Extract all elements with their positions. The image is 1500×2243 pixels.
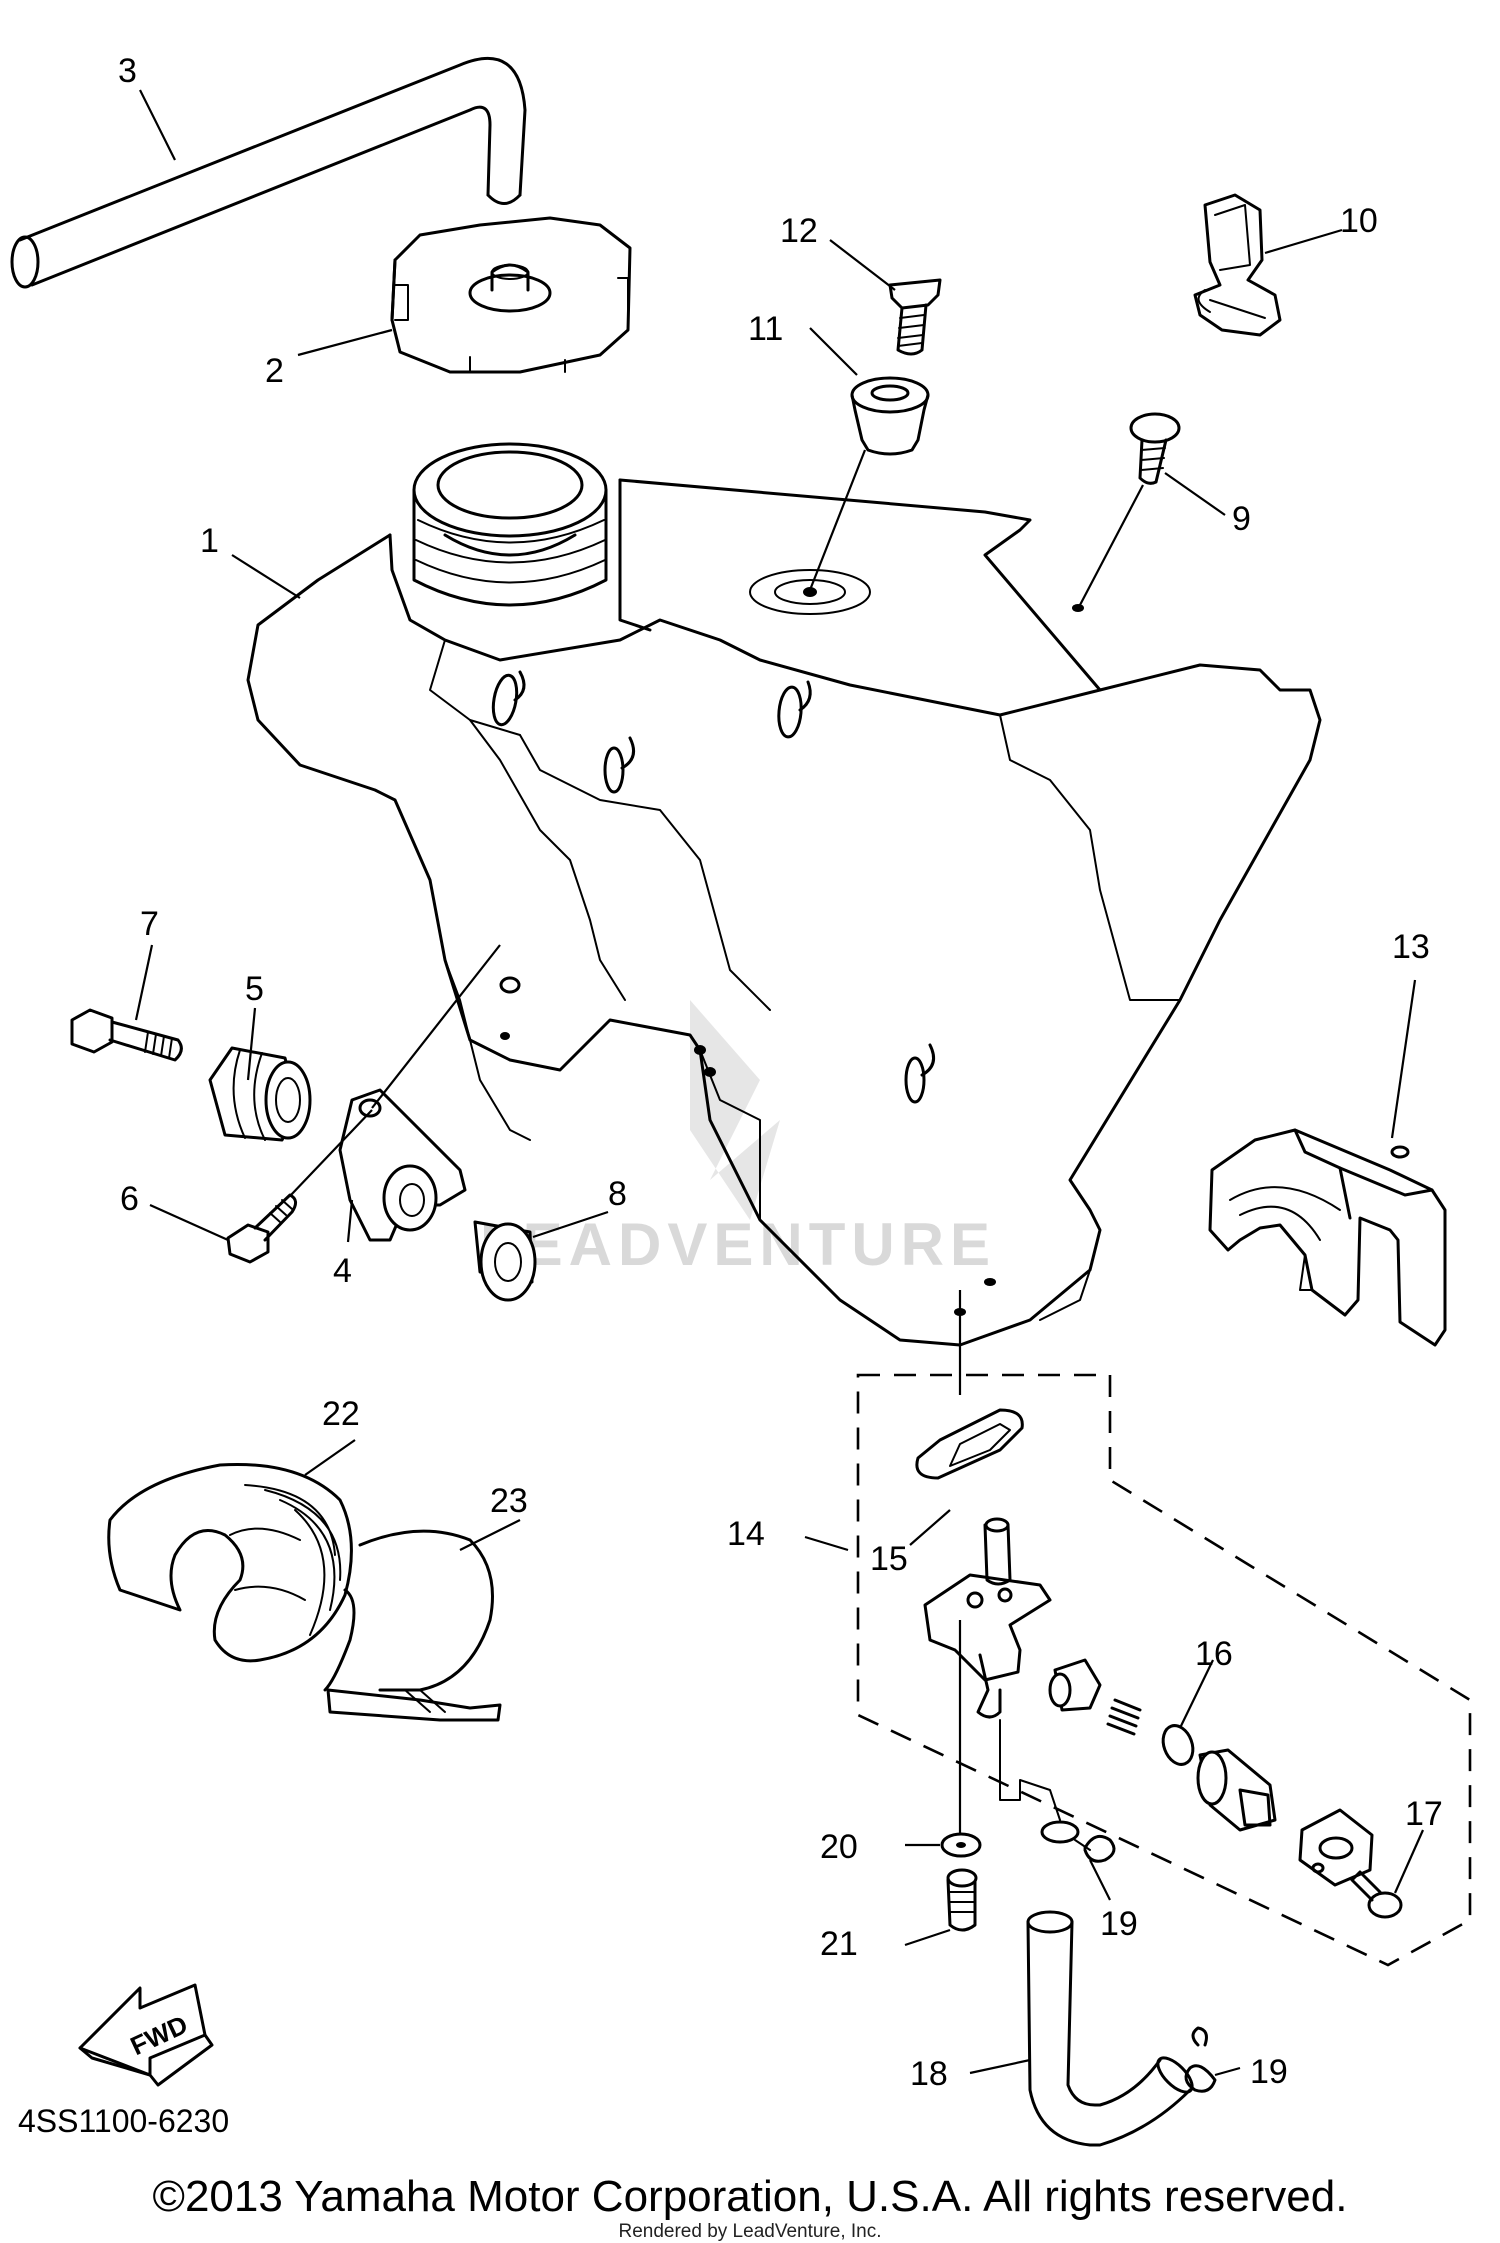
callout-9: 9 <box>1232 500 1251 538</box>
part-1-fuel-tank <box>246 478 1322 1347</box>
callout-8: 8 <box>608 1175 627 1213</box>
callout-19-lower: 19 <box>1250 2053 1288 2091</box>
part-11-grommet <box>808 376 930 591</box>
callout-6: 6 <box>120 1180 139 1218</box>
part-13-protector <box>1208 1128 1447 1347</box>
callout-13: 13 <box>1392 928 1430 966</box>
part-16-fuel-cock-internals <box>1048 1658 1374 1887</box>
part-10-clip <box>1193 193 1282 337</box>
part-7-bolt <box>70 1008 183 1062</box>
callout-5: 5 <box>245 970 264 1008</box>
part-19-clip-lower <box>1184 2026 1217 2093</box>
part-6-bolt <box>226 1109 373 1264</box>
callout-14: 14 <box>727 1515 765 1553</box>
part-21-bolt <box>946 1868 978 1932</box>
fuel-cock-group-box <box>856 1373 1472 1967</box>
callout-15: 15 <box>870 1540 908 1578</box>
copyright-notice: ©2013 Yamaha Motor Corporation, U.S.A. A… <box>152 2172 1348 2221</box>
part-20-washer <box>940 1832 982 1858</box>
callout-4: 4 <box>333 1252 352 1290</box>
callout-16: 16 <box>1195 1635 1233 1673</box>
part-2-fuel-cap <box>390 216 632 374</box>
watermark-text: LEADVENTURE <box>480 1211 996 1278</box>
rendered-by: Rendered by LeadVenture, Inc. <box>618 2221 882 2242</box>
callout-18: 18 <box>910 2055 948 2093</box>
callout-3: 3 <box>118 52 137 90</box>
part-17-screw <box>1350 1870 1403 1919</box>
callout-19-upper: 19 <box>1100 1905 1138 1943</box>
callout-1: 1 <box>200 522 219 560</box>
part-14-fuel-cock <box>923 1517 1061 1835</box>
callout-17: 17 <box>1405 1795 1443 1833</box>
callout-7: 7 <box>140 905 159 943</box>
watermark: LEADVENTURE <box>480 1000 996 1278</box>
part-4-bracket <box>338 944 501 1242</box>
callout-20: 20 <box>820 1828 858 1866</box>
part-9-screw <box>1079 412 1181 606</box>
part-15-gasket <box>915 1408 1024 1480</box>
part-19-clip-upper <box>1040 1820 1116 1863</box>
callout-numbers: 3 2 1 7 5 6 4 8 9 10 11 12 13 14 15 16 1… <box>118 52 1443 2093</box>
callout-22: 22 <box>322 1395 360 1433</box>
part-22-damper <box>107 1462 353 1663</box>
part-code: 4SS1100-6230 <box>18 2103 229 2139</box>
callout-11: 11 <box>748 310 783 348</box>
fwd-arrow: FWD <box>78 1983 214 2087</box>
filler-neck <box>412 442 608 607</box>
part-3-vent-hose <box>10 56 527 289</box>
callout-10: 10 <box>1340 202 1378 240</box>
part-18-fuel-hose <box>1026 1910 1194 2147</box>
callout-2: 2 <box>265 352 284 390</box>
callout-12: 12 <box>780 212 818 250</box>
part-8-collar <box>473 1220 537 1302</box>
part-5-collar <box>208 1046 312 1142</box>
part-12-bolt <box>888 278 942 356</box>
callout-23: 23 <box>490 1482 528 1520</box>
part-23-band <box>323 1529 502 1722</box>
leader-lines <box>134 89 1425 2077</box>
callout-21: 21 <box>820 1925 858 1963</box>
